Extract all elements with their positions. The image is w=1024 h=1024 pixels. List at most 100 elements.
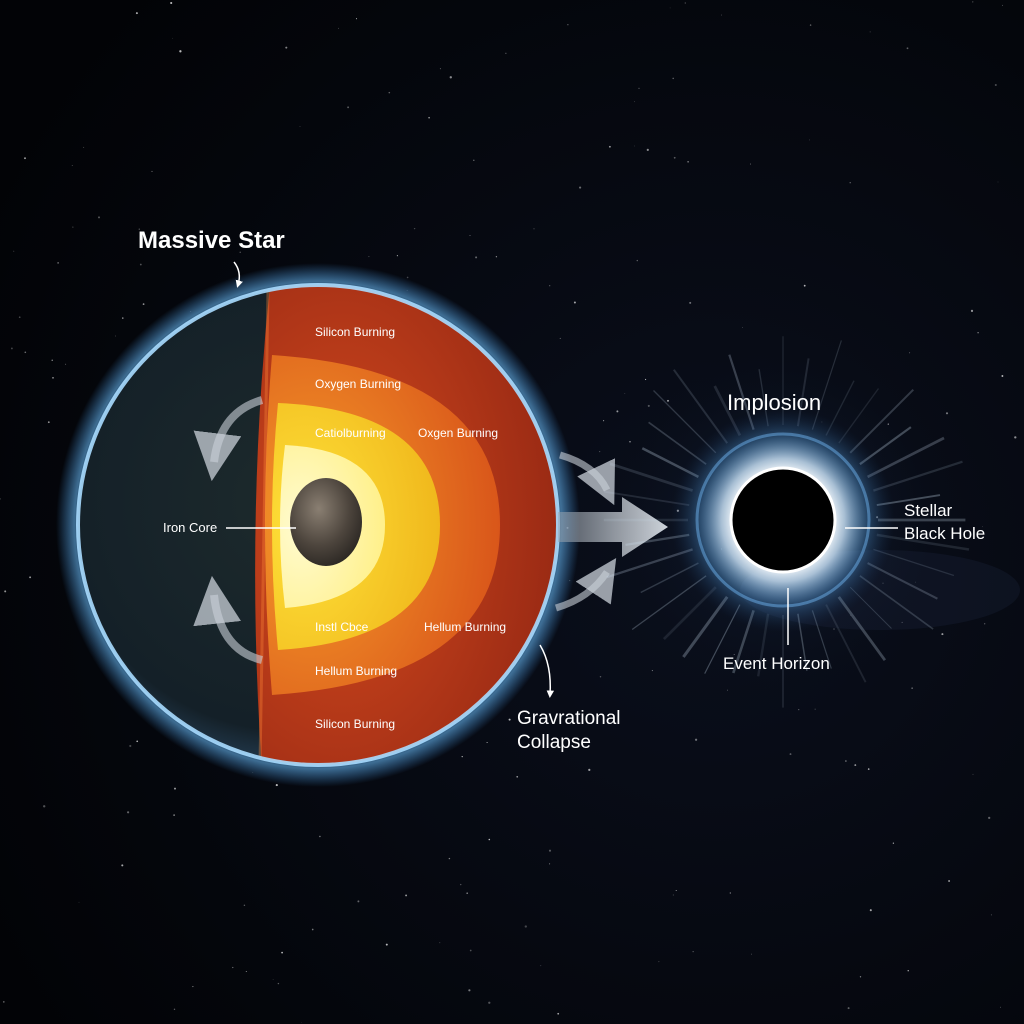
- curved-arrow-icon: [554, 557, 617, 612]
- star-dot: [488, 838, 491, 841]
- star-dot: [460, 883, 462, 886]
- iron-core: [290, 478, 362, 566]
- star-dot: [948, 880, 951, 882]
- star-dot: [567, 24, 569, 26]
- star-dot: [170, 1, 173, 5]
- star-dot: [684, 2, 686, 4]
- star-dot: [468, 989, 471, 992]
- black-hole: [603, 336, 970, 708]
- star-dot: [10, 347, 13, 350]
- star-dot: [385, 943, 388, 946]
- oxygen-burning-right-label: Oxgen Burning: [418, 426, 498, 440]
- star-dot: [172, 37, 174, 39]
- star-dot: [672, 77, 674, 80]
- star-dot: [727, 689, 728, 691]
- star-dot: [13, 250, 15, 252]
- star-dot: [972, 1, 974, 3]
- star-dot: [473, 159, 475, 162]
- star-dot: [439, 68, 441, 70]
- star-dot: [672, 894, 674, 896]
- star-dot: [687, 161, 689, 163]
- star-dot: [599, 676, 602, 678]
- star-dot: [751, 953, 752, 955]
- curved-arrow-icon: [558, 451, 616, 506]
- star-dot: [999, 1006, 1002, 1008]
- massive-star-pointer: [233, 261, 243, 288]
- star-dot: [859, 976, 862, 978]
- star-dot: [299, 126, 301, 128]
- star-dot: [559, 337, 561, 339]
- star-dot: [588, 768, 591, 772]
- star-dot: [624, 393, 626, 394]
- star-dot: [243, 904, 246, 907]
- star-dot: [72, 226, 74, 228]
- collapse-label-line1: Gravrational: [517, 708, 621, 729]
- star-dot: [239, 251, 241, 253]
- star-dot: [2, 1001, 5, 1003]
- curved-arrow-icon: [193, 396, 264, 482]
- star-dot: [275, 784, 278, 787]
- star-dot: [97, 216, 101, 219]
- star-dot: [174, 787, 176, 790]
- star-dot: [269, 241, 272, 244]
- star-dot: [428, 116, 430, 119]
- star-dot: [692, 951, 694, 953]
- star-dot: [603, 420, 605, 422]
- star-dot: [126, 811, 130, 814]
- carbon-burning-label: Catiolburning: [315, 426, 386, 440]
- star-dot: [669, 7, 671, 9]
- star-dot: [18, 316, 21, 319]
- star-dot: [634, 145, 635, 147]
- star-dot: [24, 157, 26, 160]
- star-dot: [549, 285, 551, 287]
- curved-arrow-icon: [193, 575, 264, 664]
- star-dot: [355, 18, 358, 20]
- star-dot: [192, 986, 194, 988]
- star-dot: [646, 148, 649, 152]
- star-dot: [136, 740, 139, 743]
- star-dot: [505, 52, 507, 54]
- star-dot: [65, 363, 67, 365]
- star-dot: [121, 864, 124, 867]
- star-dot: [533, 228, 535, 230]
- star-dot: [524, 925, 527, 928]
- star-dot: [892, 842, 895, 844]
- star-dot: [941, 633, 944, 636]
- star-dot: [24, 351, 27, 354]
- star-dot: [232, 966, 234, 969]
- star-dot: [57, 262, 59, 264]
- iron-core-label: Iron Core: [163, 520, 217, 535]
- star-dot: [122, 317, 124, 319]
- star-dot: [448, 857, 451, 860]
- collapse-pointer: [539, 644, 555, 698]
- star-dot: [396, 255, 398, 257]
- star-dot: [741, 327, 743, 328]
- star-dot: [557, 1012, 560, 1015]
- stellar-label-line1: Stellar: [904, 501, 953, 520]
- star-dot: [906, 47, 909, 50]
- star-dot: [549, 863, 551, 865]
- star-dot: [814, 708, 816, 710]
- star-dot: [907, 970, 909, 972]
- star-dot: [636, 259, 638, 262]
- star-dot: [599, 451, 601, 453]
- star-dot: [675, 889, 677, 892]
- star-dot: [647, 404, 650, 407]
- star-dot: [845, 760, 847, 762]
- star-dot: [789, 753, 792, 756]
- star-dot: [997, 181, 999, 183]
- star-dot: [982, 526, 983, 528]
- star-dot: [540, 965, 542, 967]
- silicon-burning-bottom-label: Silicon Burning: [315, 717, 395, 731]
- star-dot: [849, 182, 851, 184]
- star-dot: [301, 1022, 302, 1023]
- stellar-label-line2: Black Hole: [904, 524, 985, 543]
- star-dot: [608, 145, 611, 148]
- star-dot: [388, 91, 391, 94]
- star-dot: [52, 377, 54, 379]
- star-dot: [4, 590, 7, 593]
- star-dot: [1014, 436, 1017, 439]
- star-dot: [488, 1001, 491, 1004]
- star-dot: [139, 263, 142, 266]
- star-dot: [475, 256, 478, 259]
